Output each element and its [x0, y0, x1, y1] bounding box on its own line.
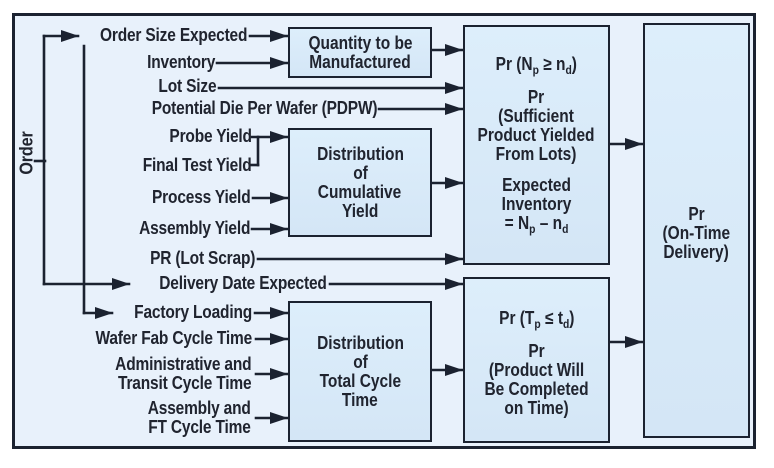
label-final-test-yield: Final Test Yield	[143, 155, 252, 175]
box-text-line: Cumulative	[318, 181, 402, 202]
label-assembly-yield: Assembly Yield	[138, 218, 250, 238]
box-pr-sufficient-product: Pr (Np ≥ nd) Pr (Sufficient Product Yiel…	[463, 25, 610, 265]
box-text-line: Inventory	[501, 194, 572, 214]
label-pdpw: Potential Die Per Wafer (PDPW)	[151, 98, 377, 118]
label-line: Assembly and	[148, 398, 251, 418]
label-wafer-fab-cycle-time: Wafer Fab Cycle Time	[95, 328, 252, 348]
pr-sufficient-text: Pr (Sufficient Product Yielded From Lots…	[468, 88, 604, 164]
label-delivery-date-expected: Delivery Date Expected	[159, 273, 328, 293]
label-factory-loading: Factory Loading	[134, 302, 252, 322]
box-text-line: of	[352, 351, 368, 372]
label-pr-lot-scrap: PR (Lot Scrap)	[149, 248, 255, 268]
box-text-line: Quantity to be	[307, 32, 413, 53]
box-text-line: Expected	[502, 175, 571, 195]
box-pr-on-time-delivery: Pr (On-Time Delivery)	[643, 23, 750, 438]
box-text-line: Distribution	[316, 332, 404, 353]
box-text-line: on Time)	[504, 398, 569, 418]
box-text-line: Pr	[688, 204, 705, 224]
label-line: Administrative and	[114, 354, 251, 374]
box-text-line: Manufactured	[309, 51, 411, 72]
box-text-line: (Sufficient	[498, 106, 575, 126]
box-pr-product-completed: Pr (Tp ≤ td) Pr (Product Will Be Complet…	[463, 277, 610, 443]
box-text-line: Time	[342, 389, 378, 410]
box-text-line: (On-Time	[662, 223, 731, 243]
label-inventory: Inventory	[146, 52, 215, 72]
box-text-line: Total Cycle	[319, 370, 401, 391]
pr-np-formula: Pr (Np ≥ nd)	[495, 54, 578, 77]
label-lot-size: Lot Size	[158, 76, 216, 96]
label-process-yield: Process Yield	[151, 187, 251, 207]
label-order-size-expected: Order Size Expected	[99, 25, 247, 45]
box-distribution-cumulative-yield: Distribution of Cumulative Yield	[288, 128, 432, 237]
box-text-line: Pr	[528, 341, 545, 361]
box-text-line: From Lots)	[496, 144, 577, 164]
box-distribution-total-cycle-time: Distribution of Total Cycle Time	[288, 301, 432, 442]
pr-completed-text: Pr (Product Will Be Completed on Time)	[476, 342, 597, 418]
label-line: FT Cycle Time	[148, 417, 252, 437]
box-text-line: of	[352, 162, 368, 183]
expected-inventory-formula: = Np – nd	[504, 213, 569, 236]
box-text-line: Product Yielded	[478, 125, 595, 145]
box-text-line: (Product Will	[488, 360, 585, 380]
label-admin-transit-cycle-time: Administrative and Transit Cycle Time	[115, 355, 251, 393]
box-text-line: Pr	[528, 87, 545, 107]
box-text-line: Delivery)	[663, 242, 730, 262]
label-assembly-ft-cycle-time: Assembly and FT Cycle Time	[148, 399, 251, 437]
expected-inventory-text: Expected Inventory = Np – nd	[496, 175, 577, 236]
box-text-line: Yield	[341, 200, 379, 221]
label-line: Transit Cycle Time	[117, 373, 252, 393]
box-text-line: Be Completed	[484, 379, 589, 399]
label-probe-yield: Probe Yield	[169, 126, 253, 146]
box-text-line: Distribution	[316, 143, 404, 164]
box-quantity-to-be-manufactured: Quantity to be Manufactured	[288, 27, 432, 78]
order-axis-label: Order	[16, 131, 37, 175]
pr-tp-formula: Pr (Tp ≤ td)	[498, 308, 575, 331]
